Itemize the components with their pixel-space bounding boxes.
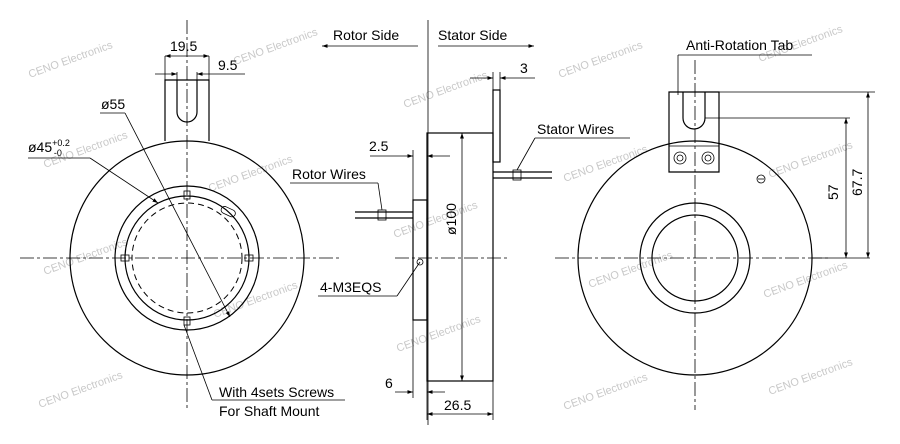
screw-marker-top	[183, 190, 191, 200]
ground-mark	[756, 174, 766, 184]
watermark: CENO Electronics	[767, 139, 855, 181]
screw-marker-bottom	[183, 316, 191, 326]
dim-tab-height-67: 67.7	[849, 169, 865, 196]
label-shaft-mount-2: For Shaft Mount	[219, 403, 319, 419]
screw-head	[416, 258, 424, 266]
tab-bolt-left	[673, 151, 687, 165]
stator-body	[426, 132, 494, 382]
anti-rotation-tab	[668, 91, 720, 173]
stator-flange	[492, 89, 501, 163]
rotor-front-view: 19.5 9.5 ø55 ø45+0.2-0 With 4sets Screws…	[20, 20, 345, 419]
leader-rotor-wires	[377, 182, 383, 211]
tab-bolt-right	[701, 151, 715, 165]
dim-tab-slot: 9.5	[218, 57, 238, 73]
leader-screws	[396, 261, 421, 297]
outer-body-circle	[69, 140, 305, 376]
label-rotor-side: Rotor Side	[333, 27, 399, 43]
center-ring-outer	[639, 202, 751, 314]
watermark: CENO Electronics	[232, 26, 320, 68]
label-screws: 4-M3EQS	[320, 279, 381, 295]
dim-tab-height-57: 57	[825, 184, 841, 200]
dim-flange-thickness: 3	[520, 60, 528, 76]
tab-bolt-left-inner	[676, 154, 684, 162]
watermark: CENO Electronics	[37, 369, 125, 411]
bore-hidden-circle	[131, 202, 243, 314]
dim-inner-dia: ø45+0.2-0	[28, 138, 70, 158]
watermark: CENO Electronics	[27, 39, 115, 81]
side-view: Rotor Side Stator Side Stator Wires Roto…	[290, 20, 630, 425]
screw-marker-left	[120, 254, 130, 262]
label-stator-side: Stator Side	[438, 27, 507, 43]
watermark-group: CENO Electronics CENO Electronics CENO E…	[27, 23, 855, 413]
watermark: CENO Electronics	[557, 39, 645, 81]
watermark: CENO Electronics	[212, 279, 300, 321]
dim-tab-width: 19.5	[170, 38, 197, 54]
rotor-tab	[164, 79, 210, 141]
leader-stator-wires	[516, 137, 536, 171]
watermark: CENO Electronics	[562, 371, 650, 413]
leader-shaft-mount	[183, 324, 213, 401]
center-ring-inner	[651, 214, 739, 302]
dim-rotor-bottom: 6	[385, 375, 393, 391]
dim-rotor-step: 2.5	[369, 138, 389, 154]
label-anti-rotation-tab: Anti-Rotation Tab	[686, 37, 793, 53]
watermark: CENO Electronics	[402, 69, 490, 111]
watermark: CENO Electronics	[392, 199, 480, 241]
dim-body-length: 26.5	[444, 397, 471, 413]
rotor-ring-inner	[124, 195, 250, 321]
dim-outer-dia: ø100	[443, 203, 459, 235]
rotor-ring-outer	[114, 185, 260, 331]
dim-bore-dia: ø55	[101, 96, 125, 112]
screw-marker-right	[244, 254, 254, 262]
watermark: CENO Electronics	[767, 356, 855, 398]
rotor-stub	[412, 199, 428, 321]
watermark: CENO Electronics	[395, 313, 483, 355]
ring-slot	[220, 206, 236, 218]
watermark: CENO Electronics	[562, 143, 650, 185]
label-shaft-mount-1: With 4sets Screws	[219, 384, 334, 400]
label-stator-wires: Stator Wires	[537, 121, 614, 137]
tab-bolt-right-inner	[704, 154, 712, 162]
stator-back-view: Anti-Rotation Tab 57 67.7	[555, 37, 875, 410]
label-rotor-wires: Rotor Wires	[292, 166, 366, 182]
